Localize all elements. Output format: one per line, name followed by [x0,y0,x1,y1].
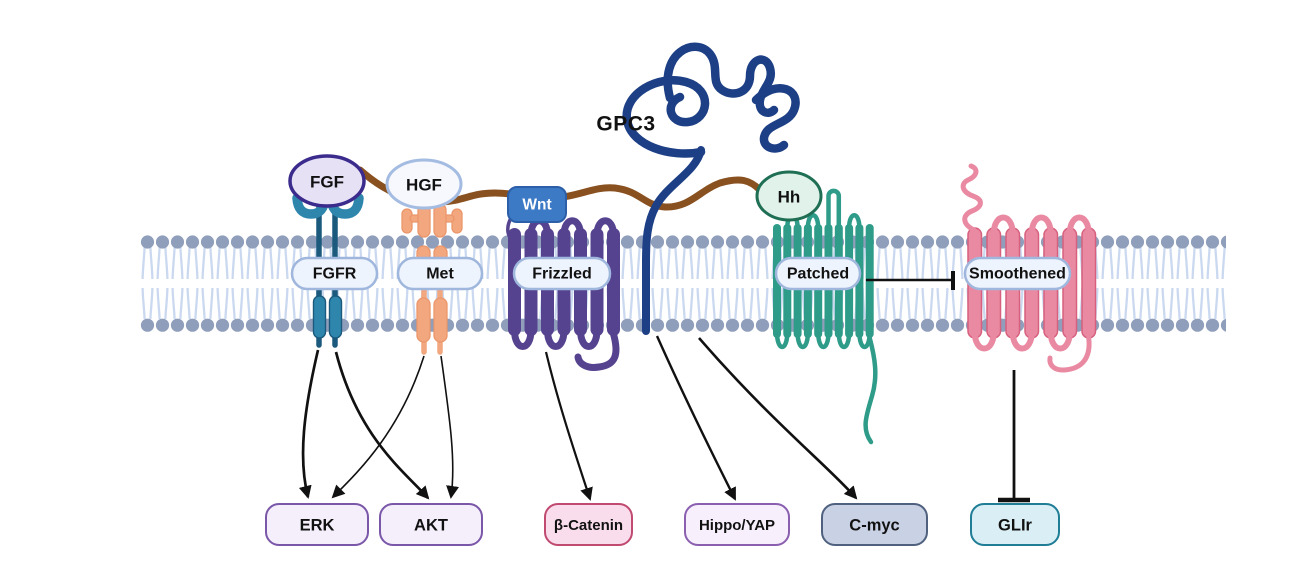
patched-label-pill: Patched [774,256,862,291]
arrow-met-to-akt [440,355,459,499]
node-akt-label: AKT [414,517,448,535]
node-glir: GLIr [970,503,1060,546]
fgfr-label-pill: FGFR [290,256,379,291]
inhibition-smoothened-to-glir [998,370,1030,503]
gpc3-label: GPC3 [596,113,655,136]
downstream-nodes: ERK AKT β-Catenin Hippo/YAP C-myc GLIr [265,503,1060,546]
ligand-hh-label: Hh [778,188,801,207]
smoothened-label: Smoothened [969,266,1066,283]
ligand-hh: Hh [755,170,823,222]
ligand-wnt: Wnt [507,186,567,223]
patched-label: Patched [787,266,849,283]
receptor-labels: FGFR Met Frizzled Patched Smoothened [290,256,1072,291]
ligand-fgf-label: FGF [310,173,344,192]
node-c-myc-label: C-myc [849,517,899,535]
met-label: Met [426,266,454,283]
node-glir-label: GLIr [998,517,1032,535]
ligand-fgf: FGF [288,154,366,208]
frizzled-label-pill: Frizzled [512,256,612,291]
arrow-gpc3-to-hippoyap [655,335,737,501]
arrow-frizzled-to-bcatenin [544,351,593,501]
pathway-edges [298,271,1030,503]
node-beta-catenin: β-Catenin [544,503,633,546]
met-label-pill: Met [396,256,484,291]
frizzled-receptor [506,214,620,371]
node-akt: AKT [379,503,483,546]
arrow-met-to-erk [331,355,425,499]
node-c-myc: C-myc [821,503,928,546]
node-hippo-yap: Hippo/YAP [684,503,790,546]
node-beta-catenin-label: β-Catenin [554,517,623,534]
ligand-hgf-label: HGF [406,176,442,195]
inhibition-patched-to-smoothened [866,271,955,290]
fgfr-label: FGFR [313,266,357,283]
arrow-fgfr-to-akt [334,351,430,500]
node-erk: ERK [265,503,369,546]
gpc3-protein-squiggle [622,42,800,335]
smoothened-label-pill: Smoothened [963,256,1072,291]
ligand-wnt-label: Wnt [522,197,551,214]
node-erk-label: ERK [300,517,335,535]
node-hippo-yap-label: Hippo/YAP [699,517,775,534]
arrow-fgfr-to-erk [298,349,320,499]
ligand-hgf: HGF [385,158,463,210]
arrow-gpc3-to-cmyc [698,337,858,500]
frizzled-label: Frizzled [532,266,592,283]
